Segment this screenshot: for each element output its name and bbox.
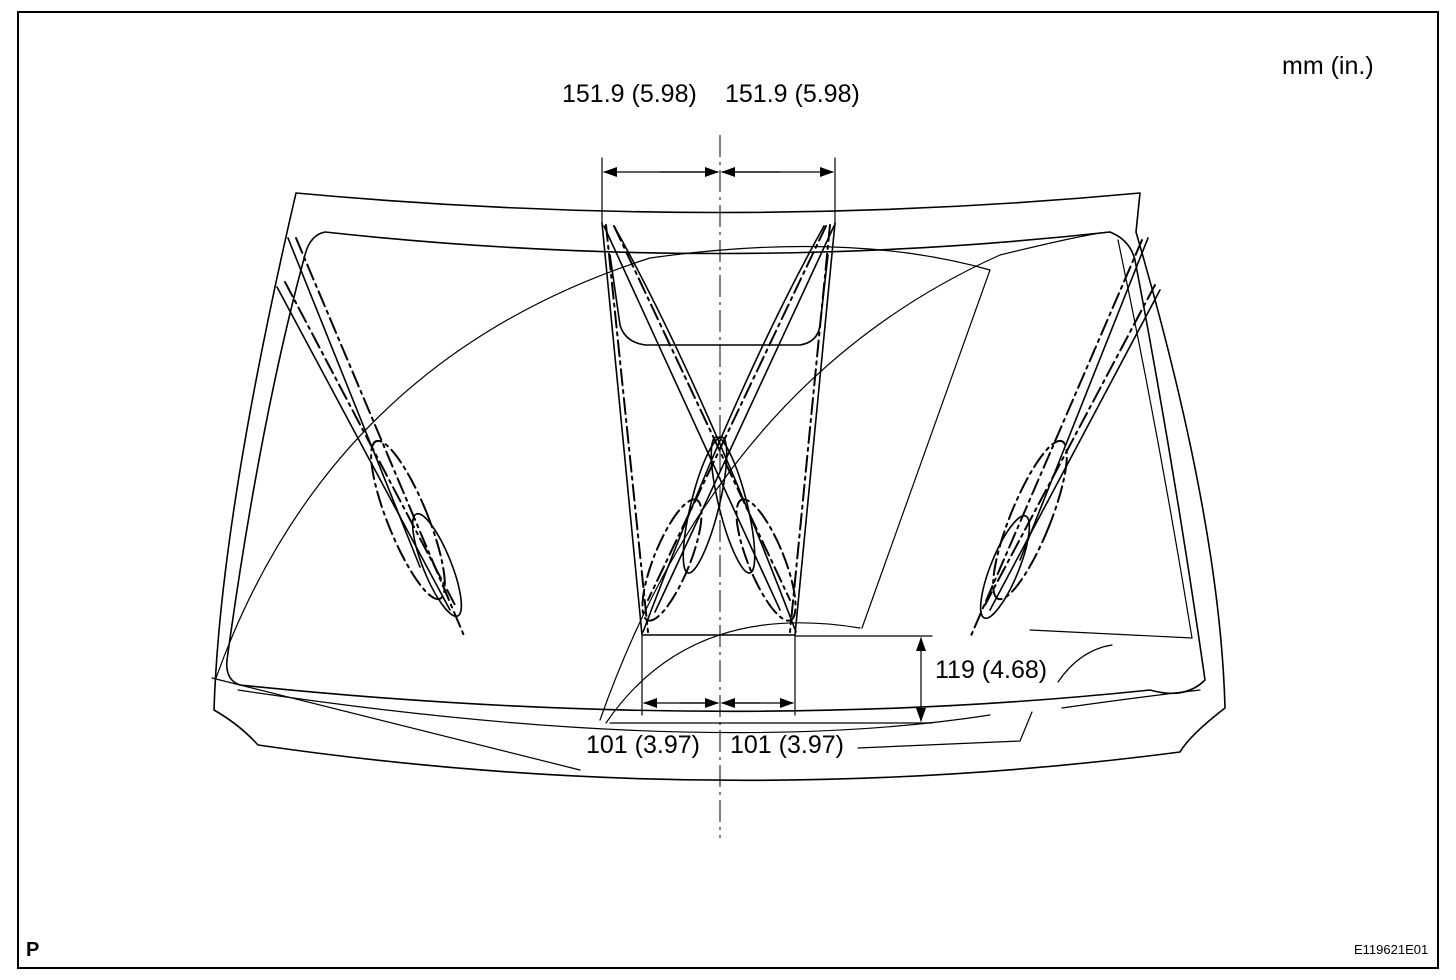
left-zone-ellipse-a [370, 439, 446, 601]
center-zone-trapezoid [601, 222, 836, 636]
wiper-sweep-arc-small [605, 622, 861, 724]
right-zone-line-a [1019, 237, 1149, 561]
drawing-border [17, 11, 1439, 969]
wiper-sweep-arc-large [215, 245, 991, 679]
dim-label-vertical: 119 (4.68) [935, 656, 1047, 684]
left-zone-dash-a [295, 237, 466, 639]
blade-lower-line [211, 677, 581, 771]
center-cross-line-a [603, 225, 781, 611]
center-ellipse-mid-right [710, 436, 756, 574]
left-zone-line-b [276, 286, 451, 611]
center-ellipse-right [735, 498, 797, 622]
cowl-line [237, 689, 991, 734]
corner-mark: P [26, 939, 39, 961]
center-zone-dash-right [789, 224, 831, 633]
wiper-sweep-arc-medium [599, 231, 1111, 721]
dim-label-bottom-right: 101 (3.97) [730, 731, 844, 759]
center-cross-dash-b [647, 225, 827, 601]
right-zone-ellipse-b [979, 514, 1031, 620]
right-zone-dash-a [969, 239, 1143, 639]
center-ellipse-left [641, 498, 703, 622]
left-zone-dash-b [284, 281, 456, 606]
cowl-line-right [1061, 689, 1201, 709]
right-zone-line-b [989, 289, 1161, 611]
units-label: mm (in.) [1282, 52, 1374, 80]
windshield-outer-outline [213, 192, 1226, 782]
center-ellipse-mid-left [682, 436, 728, 574]
wiper-arc-right-small [1057, 644, 1113, 683]
figure-code: E119621E01 [1354, 942, 1428, 957]
dim-label-top-right: 151.9 (5.98) [725, 80, 860, 108]
dim-label-top-left: 151.9 (5.98) [562, 80, 697, 108]
center-cross-line-b [654, 225, 835, 613]
center-cross-dash-a [613, 225, 791, 601]
leader-line-bottom-right [857, 711, 1033, 749]
center-cross-line-c [613, 225, 797, 633]
left-zone-ellipse-b [411, 512, 463, 618]
mirror-base-outline [609, 254, 829, 346]
right-zone-dash-b [984, 284, 1156, 606]
center-cross-line-d [642, 225, 825, 633]
windshield-glass-outline [225, 231, 1206, 713]
dim-label-bottom-left: 101 (3.97) [586, 731, 700, 759]
center-zone-dash-left [605, 224, 649, 633]
glass-edge-right [1029, 239, 1193, 639]
right-zone-ellipse-a [992, 439, 1068, 601]
